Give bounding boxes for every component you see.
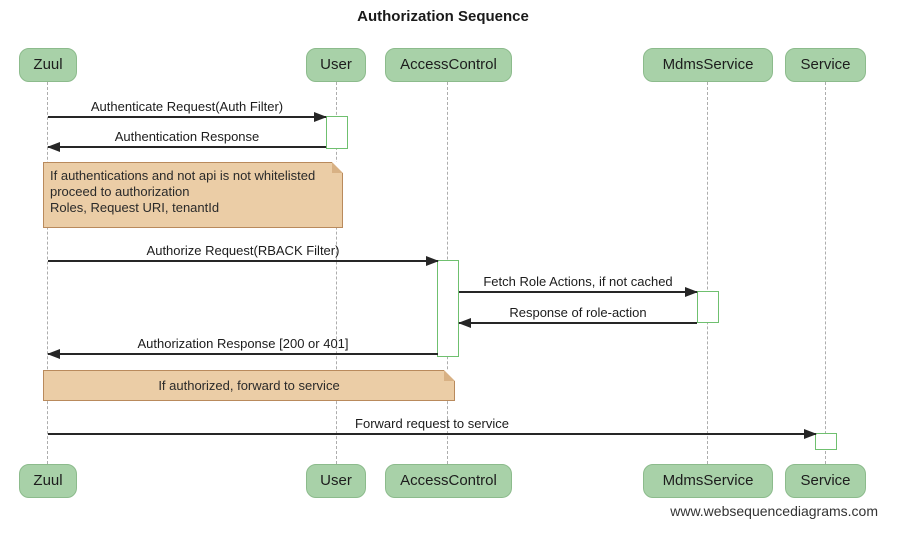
actor-box-mdmsservice-top: MdmsService (643, 48, 773, 82)
actor-box-service-top: Service (785, 48, 866, 82)
message-arrow (47, 142, 326, 152)
actor-box-service-bottom: Service (785, 464, 866, 498)
diagram-title: Authorization Sequence (357, 8, 529, 25)
message-arrow (459, 287, 698, 297)
actor-box-accesscontrol-bottom: AccessControl (385, 464, 512, 498)
message-label: Fetch Role Actions, if not cached (483, 274, 673, 289)
lifeline-service (825, 82, 826, 464)
actor-box-accesscontrol-top: AccessControl (385, 48, 512, 82)
message-fetch-role-actions: Fetch Role Actions, if not cached (459, 274, 698, 297)
arrowhead-left (47, 142, 60, 152)
message-arrow (48, 429, 817, 439)
activation-user (326, 116, 348, 149)
lifeline-user (336, 82, 337, 464)
message-authorization-response: Authorization Response [200 or 401] (47, 336, 438, 359)
message-label: Authorization Response [200 or 401] (137, 336, 349, 351)
message-label: Forward request to service (355, 416, 509, 431)
arrowhead-right (314, 112, 327, 122)
note-line: If authorized, forward to service (158, 378, 340, 393)
actor-box-zuul-top: Zuul (19, 48, 77, 82)
activation-accesscontrol (437, 260, 459, 357)
lifeline-mdmsservice (707, 82, 708, 464)
message-arrow (48, 256, 439, 266)
activation-mdmsservice (697, 291, 719, 323)
actor-box-user-top: User (306, 48, 366, 82)
message-authenticate-request: Authenticate Request(Auth Filter) (48, 99, 327, 122)
note-forward-condition: If authorized, forward to service (43, 370, 455, 401)
watermark-url: www.websequencediagrams.com (670, 503, 878, 519)
message-forward-request: Forward request to service (48, 416, 817, 439)
message-label: Authorize Request(RBACK Filter) (146, 243, 340, 258)
message-role-action-response: Response of role-action (458, 305, 697, 328)
message-arrow (458, 318, 697, 328)
message-arrow (48, 112, 327, 122)
actor-box-mdmsservice-bottom: MdmsService (643, 464, 773, 498)
message-label: Authenticate Request(Auth Filter) (90, 99, 284, 114)
note-line: Roles, Request URI, tenantId (50, 200, 220, 215)
actor-box-zuul-bottom: Zuul (19, 464, 77, 498)
note-line: proceed to authorization (50, 184, 190, 199)
message-label: Authentication Response (114, 129, 260, 144)
note-fold-corner (444, 370, 455, 381)
lifeline-zuul (47, 82, 48, 464)
arrowhead-right (804, 429, 817, 439)
message-authentication-response: Authentication Response (47, 129, 326, 152)
note-line: If authentications and not api is not wh… (50, 168, 316, 183)
message-authorize-request: Authorize Request(RBACK Filter) (48, 243, 439, 266)
activation-service (815, 433, 837, 450)
note-fold-corner (332, 162, 343, 173)
arrowhead-left (458, 318, 471, 328)
note-authorization-condition: If authentications and not api is not wh… (43, 162, 343, 228)
actor-box-user-bottom: User (306, 464, 366, 498)
arrowhead-right (426, 256, 439, 266)
arrowhead-right (685, 287, 698, 297)
arrowhead-left (47, 349, 60, 359)
message-arrow (47, 349, 438, 359)
message-label: Response of role-action (509, 305, 647, 320)
